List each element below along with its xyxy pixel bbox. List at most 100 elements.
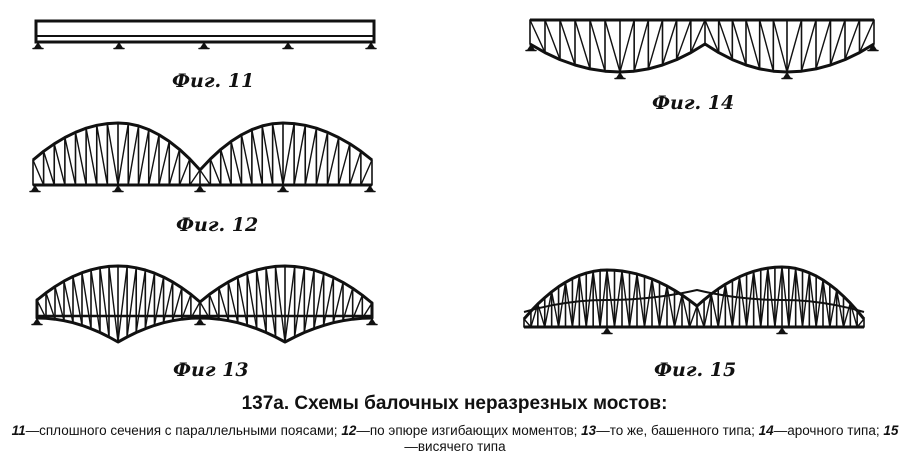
fig15-diagonal — [835, 289, 845, 328]
fig15-diagonal — [822, 279, 831, 328]
fig15-diagonal — [681, 294, 691, 328]
fig12-diagonal — [96, 124, 109, 186]
fig13-label: Фиг 13 — [173, 359, 249, 381]
fig15-diagonal — [788, 267, 797, 328]
fig13-diagonal — [108, 265, 119, 343]
fig13-diagonal — [274, 265, 286, 343]
fig14-diagonal — [815, 19, 832, 70]
fig14-diagonal — [647, 19, 664, 70]
girder-outline — [34, 19, 376, 44]
fig15-diagonal — [724, 283, 734, 328]
fig13-diagonal — [144, 272, 156, 330]
fig15-diagonal — [752, 270, 762, 328]
pier-support — [114, 185, 122, 191]
fig14-diagonal — [745, 19, 761, 70]
caption-text-15: —висячего типа — [404, 439, 506, 454]
fig15-diagonal — [856, 318, 865, 328]
fig15-diagonal — [745, 270, 755, 328]
fig15-diagonal — [564, 281, 574, 328]
fig13-diagonal — [81, 272, 92, 330]
fig15-diagonal — [537, 303, 546, 328]
fig12-diagonal — [251, 128, 263, 186]
fig12-diagonal — [240, 134, 253, 186]
fig13-bottom-chord — [36, 316, 373, 344]
fig12-diagonal — [230, 140, 243, 186]
fig12-diagonal — [293, 124, 306, 186]
pier-support — [778, 327, 786, 333]
caption-text-14: —арочного типа; — [773, 423, 884, 438]
fig13-diagonal — [303, 269, 315, 334]
fig12-diagonal — [85, 127, 98, 186]
fig14-diagonal — [731, 19, 747, 66]
pier-support — [368, 318, 376, 324]
fig15-diagonal — [808, 272, 817, 328]
pier-support — [869, 44, 877, 50]
fig15-diagonal — [688, 305, 698, 328]
pier-support — [527, 44, 535, 50]
fig14-diagonal — [619, 19, 635, 73]
fig15-diagonal — [523, 318, 532, 328]
fig15-diagram — [522, 265, 866, 335]
pier-support — [196, 185, 204, 191]
pier-support — [367, 42, 375, 48]
fig12-diagonal — [158, 140, 170, 186]
fig15-diagonal — [760, 267, 769, 328]
fig15-diagonal — [767, 267, 776, 328]
fig15-diagonal — [592, 270, 601, 328]
fig12-diagonal — [117, 123, 129, 186]
fig15-diagonal — [801, 272, 811, 328]
fig13-diagonal — [265, 267, 277, 338]
fig13-diagonal — [322, 276, 335, 327]
fig12-diagonal — [360, 159, 373, 186]
fig15-diagonal — [585, 270, 594, 328]
fig12-diagonal — [168, 148, 181, 186]
fig14-diagonal — [544, 19, 561, 61]
caption-num-11: 11 — [11, 423, 26, 438]
pier-support — [31, 185, 39, 191]
caption-num-14: 14 — [758, 423, 774, 438]
fig12-diagonal — [32, 159, 45, 186]
fig15-diagonal — [621, 270, 631, 328]
pier-support — [783, 72, 791, 78]
fig15-diagonal — [731, 276, 741, 328]
fig13-diagonal — [135, 269, 147, 334]
fig12-diagonal — [220, 148, 232, 186]
fig15-diagonal — [717, 283, 727, 328]
fig15-diagonal — [666, 285, 676, 328]
fig14-diagonal — [717, 19, 734, 61]
fig12-diagonal — [261, 125, 274, 186]
figure-title: 137а. Схемы балочных неразрезных мостов: — [241, 393, 668, 414]
fig15-diagonal — [550, 291, 560, 328]
fig15-diagonal — [613, 270, 623, 328]
fig13-diagonal — [72, 275, 83, 327]
fig15-diagonal — [781, 266, 790, 328]
fig12-diagonal — [106, 122, 119, 186]
pier-support — [616, 72, 624, 78]
fig14-diagonal — [604, 19, 621, 73]
fig15-diagonal — [557, 281, 567, 328]
fig14-diagonal — [661, 19, 678, 66]
fig12-diagonal — [337, 143, 351, 186]
fig13-diagonal — [153, 276, 165, 327]
fig14-diagonal — [574, 19, 591, 70]
fig12-diagonal — [127, 125, 140, 186]
pier-support — [603, 327, 611, 333]
fig15-label: Фиг. 15 — [654, 359, 737, 381]
fig13-diagonal — [284, 265, 296, 343]
pier-support — [115, 42, 123, 48]
fig15-diagonal — [571, 274, 581, 328]
fig12-diagonal — [326, 136, 340, 186]
pier-support — [200, 42, 208, 48]
fig15-diagonal — [530, 303, 539, 328]
fig12-label: Фиг. 12 — [176, 214, 259, 236]
fig12-diagonal — [271, 123, 284, 186]
fig13-diagonal — [117, 265, 128, 343]
fig14-label: Фиг. 14 — [652, 92, 735, 114]
pier-support — [33, 318, 41, 324]
fig13-diagonal — [126, 267, 137, 338]
fig12-diagonal — [42, 150, 55, 186]
fig14-diagonal — [589, 19, 606, 72]
fig15-diagonal — [774, 266, 783, 328]
fig13-diagonal — [246, 272, 258, 330]
